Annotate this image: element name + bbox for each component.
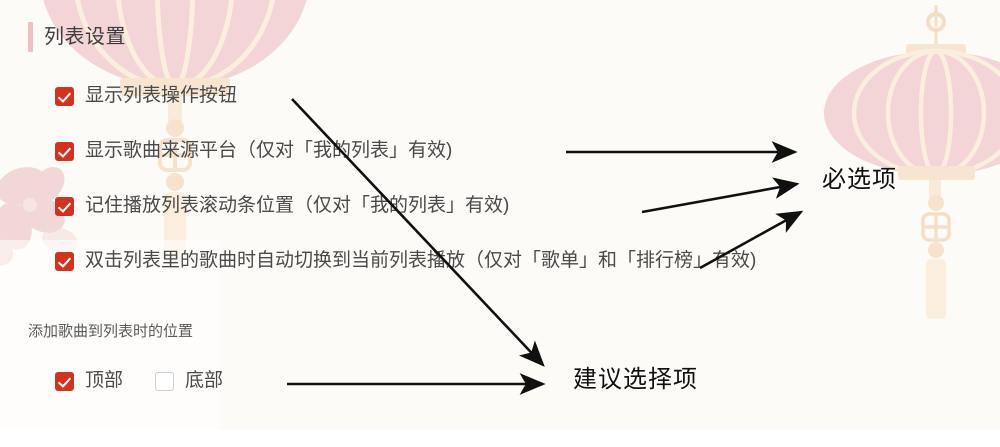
checkbox-label: 显示歌曲来源平台（仅对「我的列表」有效) [85, 140, 453, 161]
section-accent-bar [28, 22, 33, 52]
checkbox-row-double-click-switch-list[interactable]: 双击列表里的歌曲时自动切换到当前列表播放（仅对「歌单」和「排行榜」有效) [55, 249, 756, 273]
page-title: 列表设置 [44, 26, 126, 48]
checkbox-checked-icon[interactable] [55, 196, 74, 216]
annotation-label-suggested: 建议选择项 [573, 366, 698, 393]
checkbox-checked-icon[interactable] [55, 371, 74, 391]
checkbox-label: 顶部 [85, 370, 124, 391]
annotation-arrow-row3-to-required [641, 177, 800, 214]
annotation-label-required: 必选项 [822, 166, 897, 193]
annotation-arrow-row4-to-required [699, 210, 804, 270]
checkbox-label: 记住播放列表滚动条位置（仅对「我的列表」有效) [85, 195, 510, 216]
list-settings-panel: 列表设置 显示列表操作按钮 显示歌曲来源平台（仅对「我的列表」有效) 记住播放列… [0, 0, 1000, 430]
checkbox-row-show-list-action-buttons[interactable]: 显示列表操作按钮 [55, 84, 237, 108]
checkbox-row-remember-scroll-position[interactable]: 记住播放列表滚动条位置（仅对「我的列表」有效) [55, 194, 509, 218]
checkbox-unchecked-icon[interactable] [155, 371, 175, 391]
checkbox-row-position-bottom[interactable]: 底部 [155, 369, 223, 393]
annotation-arrow-row1-to-suggested [291, 98, 545, 367]
checkbox-row-show-song-source-platform[interactable]: 显示歌曲来源平台（仅对「我的列表」有效) [55, 139, 452, 163]
checkbox-row-position-top[interactable]: 顶部 [55, 369, 123, 393]
checkbox-label: 双击列表里的歌曲时自动切换到当前列表播放（仅对「歌单」和「排行榜」有效) [85, 250, 757, 271]
checkbox-checked-icon[interactable] [55, 86, 74, 106]
checkbox-label: 底部 [185, 370, 224, 391]
checkbox-label: 显示列表操作按钮 [85, 85, 238, 106]
checkbox-checked-icon[interactable] [55, 141, 74, 161]
add-song-position-options[interactable]: 顶部 底部 [55, 369, 223, 393]
checkbox-checked-icon[interactable] [55, 251, 74, 271]
add-song-position-label: 添加歌曲到列表时的位置 [28, 323, 194, 340]
